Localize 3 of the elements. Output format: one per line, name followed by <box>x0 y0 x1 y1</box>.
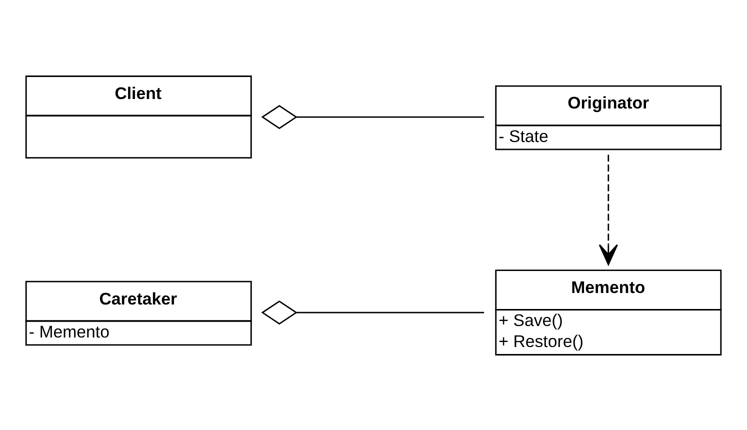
arrow <box>598 154 618 265</box>
connector <box>261 104 484 129</box>
connector <box>261 300 484 324</box>
